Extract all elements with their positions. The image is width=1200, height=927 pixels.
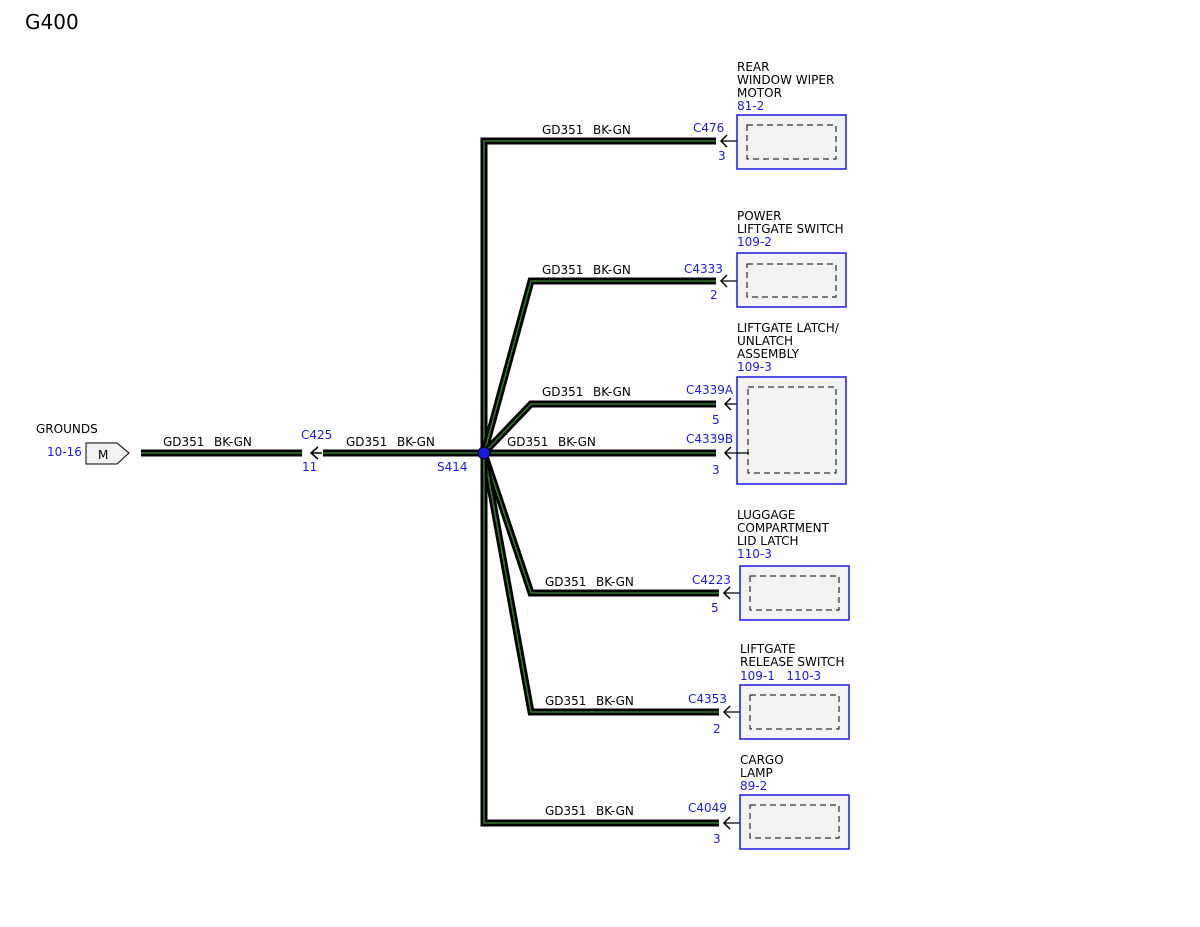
component-name-line: LUGGAGE	[737, 508, 795, 522]
feed-right-circuit: GD351	[346, 435, 387, 449]
component-inner-box	[749, 575, 840, 611]
connector-name: C4353	[688, 692, 727, 706]
connector-name: C4339A	[686, 383, 734, 397]
component-name-line: COMPARTMENT	[737, 521, 830, 535]
grounds-label: GROUNDS	[36, 422, 98, 436]
component-refs: 89-2	[740, 779, 767, 793]
branch-c4333: GD351 BK-GN C4333 2 POWER LIFTGATE SWITC…	[542, 209, 847, 308]
connector-pin: 5	[711, 601, 719, 615]
branch-c4353: GD351 BK-GN C4353 2 LIFTGATE RELEASE SWI…	[545, 642, 850, 740]
branch-color: BK-GN	[593, 263, 631, 277]
component-inner-box	[746, 124, 837, 160]
feed-right-color: BK-GN	[397, 435, 435, 449]
connector-pin: 5	[712, 413, 720, 427]
component-inner-box	[749, 694, 840, 730]
branch-color: BK-GN	[558, 435, 596, 449]
ground-terminal-symbol	[85, 442, 130, 465]
component-refs: 109-2	[737, 235, 772, 249]
c425-connector-name: C425	[301, 428, 332, 442]
component-name-line: LIFTGATE LATCH/	[737, 321, 840, 335]
component-refs: 110-3	[737, 547, 772, 561]
component-name-line: CARGO	[740, 753, 784, 767]
branch-c476: GD351 BK-GN C476 3 REAR WINDOW WIPER MOT…	[542, 60, 847, 170]
connector-pin: 2	[713, 722, 721, 736]
branch-color: BK-GN	[593, 385, 631, 399]
component-name-line: MOTOR	[737, 86, 782, 100]
splice-s414-dot	[477, 446, 491, 460]
component-name-line: LIFTGATE SWITCH	[737, 222, 844, 236]
c425-pin: 11	[302, 460, 317, 474]
splice-name: S414	[437, 460, 468, 474]
component-name-line: LAMP	[740, 766, 773, 780]
connector-name: C476	[693, 121, 724, 135]
grounds-ref: 10-16	[47, 445, 82, 459]
branch-circuit: GD351	[545, 575, 586, 589]
branch-circuit: GD351	[542, 123, 583, 137]
component-name-line: UNLATCH	[737, 334, 793, 348]
branch-color: BK-GN	[596, 575, 634, 589]
connector-name: C4049	[688, 801, 727, 815]
connector-name: C4333	[684, 262, 723, 276]
branch-circuit: GD351	[542, 263, 583, 277]
component-inner-box	[746, 263, 837, 298]
branch-wire-c4223	[480, 451, 719, 597]
feed-left-color: BK-GN	[214, 435, 252, 449]
connector-name: C4339B	[686, 432, 733, 446]
connector-pin: 3	[712, 463, 720, 477]
branch-color: BK-GN	[596, 804, 634, 818]
component-name-line: WINDOW WIPER	[737, 73, 834, 87]
component-name-line: REAR	[737, 60, 769, 74]
branch-color: BK-GN	[596, 694, 634, 708]
component-inner-box	[747, 386, 837, 474]
component-refs: 81-2	[737, 99, 764, 113]
diagram-title: G400	[25, 10, 79, 34]
component-name-line: RELEASE SWITCH	[740, 655, 844, 669]
branch-color: BK-GN	[593, 123, 631, 137]
branch-circuit: GD351	[545, 694, 586, 708]
feed-left-circuit: GD351	[163, 435, 204, 449]
connector-pin: 3	[718, 149, 726, 163]
branch-c4223: GD351 BK-GN C4223 5 LUGGAGE COMPARTMENT …	[545, 508, 850, 621]
branch-c4049: GD351 BK-GN C4049 3 CARGO LAMP 89-2	[545, 753, 850, 850]
branch-wire-c4333	[480, 277, 716, 454]
component-name-line: ASSEMBLY	[737, 347, 800, 361]
component-name-line: POWER	[737, 209, 781, 223]
connector-pin: 2	[710, 288, 718, 302]
connector-pin: 3	[713, 832, 721, 846]
c425-connector-symbol	[309, 446, 322, 460]
component-name-line: LID LATCH	[737, 534, 799, 548]
branch-wire-c4049	[480, 453, 719, 827]
branch-wire-c4353	[480, 452, 719, 716]
component-refs: 109-3	[737, 360, 772, 374]
branch-c4339a: GD351 BK-GN C4339A 5 LIFTGATE LATCH/ UNL…	[542, 321, 847, 485]
branch-wire-c476	[480, 137, 716, 453]
component-refs: 109-1 110-3	[740, 669, 821, 683]
ground-terminal-letter: M	[98, 448, 108, 462]
branch-circuit: GD351	[507, 435, 548, 449]
branch-wire-c4339a	[481, 400, 716, 456]
branch-c4339b: GD351 BK-GN C4339B 3	[507, 432, 749, 477]
component-inner-box	[749, 804, 840, 839]
connector-name: C4223	[692, 573, 731, 587]
branch-circuit: GD351	[545, 804, 586, 818]
component-name-line: LIFTGATE	[740, 642, 796, 656]
branch-circuit: GD351	[542, 385, 583, 399]
